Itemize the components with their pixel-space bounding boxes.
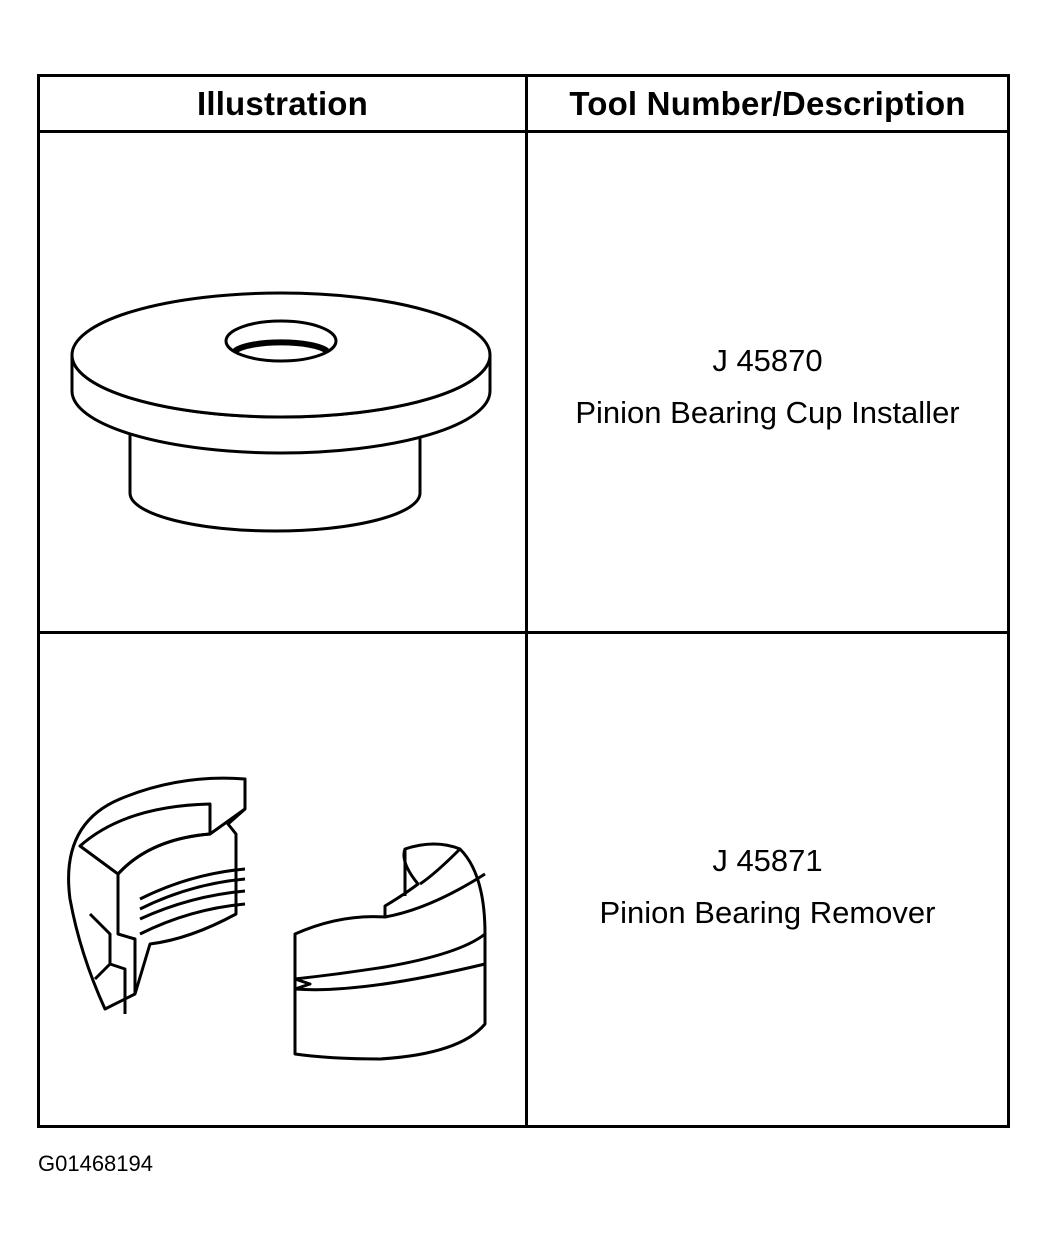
header-divider — [40, 130, 1007, 133]
tool-description: Pinion Bearing Cup Installer — [575, 395, 960, 430]
figure-id: G01468194 — [38, 1151, 153, 1176]
header-tool-description: Tool Number/Description — [569, 84, 966, 122]
column-divider — [525, 77, 528, 1125]
tool-number: J 45871 — [712, 843, 823, 878]
tool-description-cell: J 45871 Pinion Bearing Remover — [528, 835, 1007, 939]
bearing-cup-installer-icon — [70, 291, 492, 533]
tool-description: Pinion Bearing Remover — [599, 895, 936, 930]
tool-description-cell: J 45870 Pinion Bearing Cup Installer — [528, 335, 1007, 439]
row-divider — [40, 631, 1007, 634]
illustration-cell — [40, 133, 525, 631]
illustration-cell — [40, 634, 525, 1125]
bearing-remover-icon — [67, 776, 487, 1061]
header-illustration: Illustration — [196, 84, 369, 122]
tool-number: J 45870 — [712, 343, 823, 378]
tool-table: Illustration Tool Number/Description J 4… — [37, 74, 1010, 1128]
